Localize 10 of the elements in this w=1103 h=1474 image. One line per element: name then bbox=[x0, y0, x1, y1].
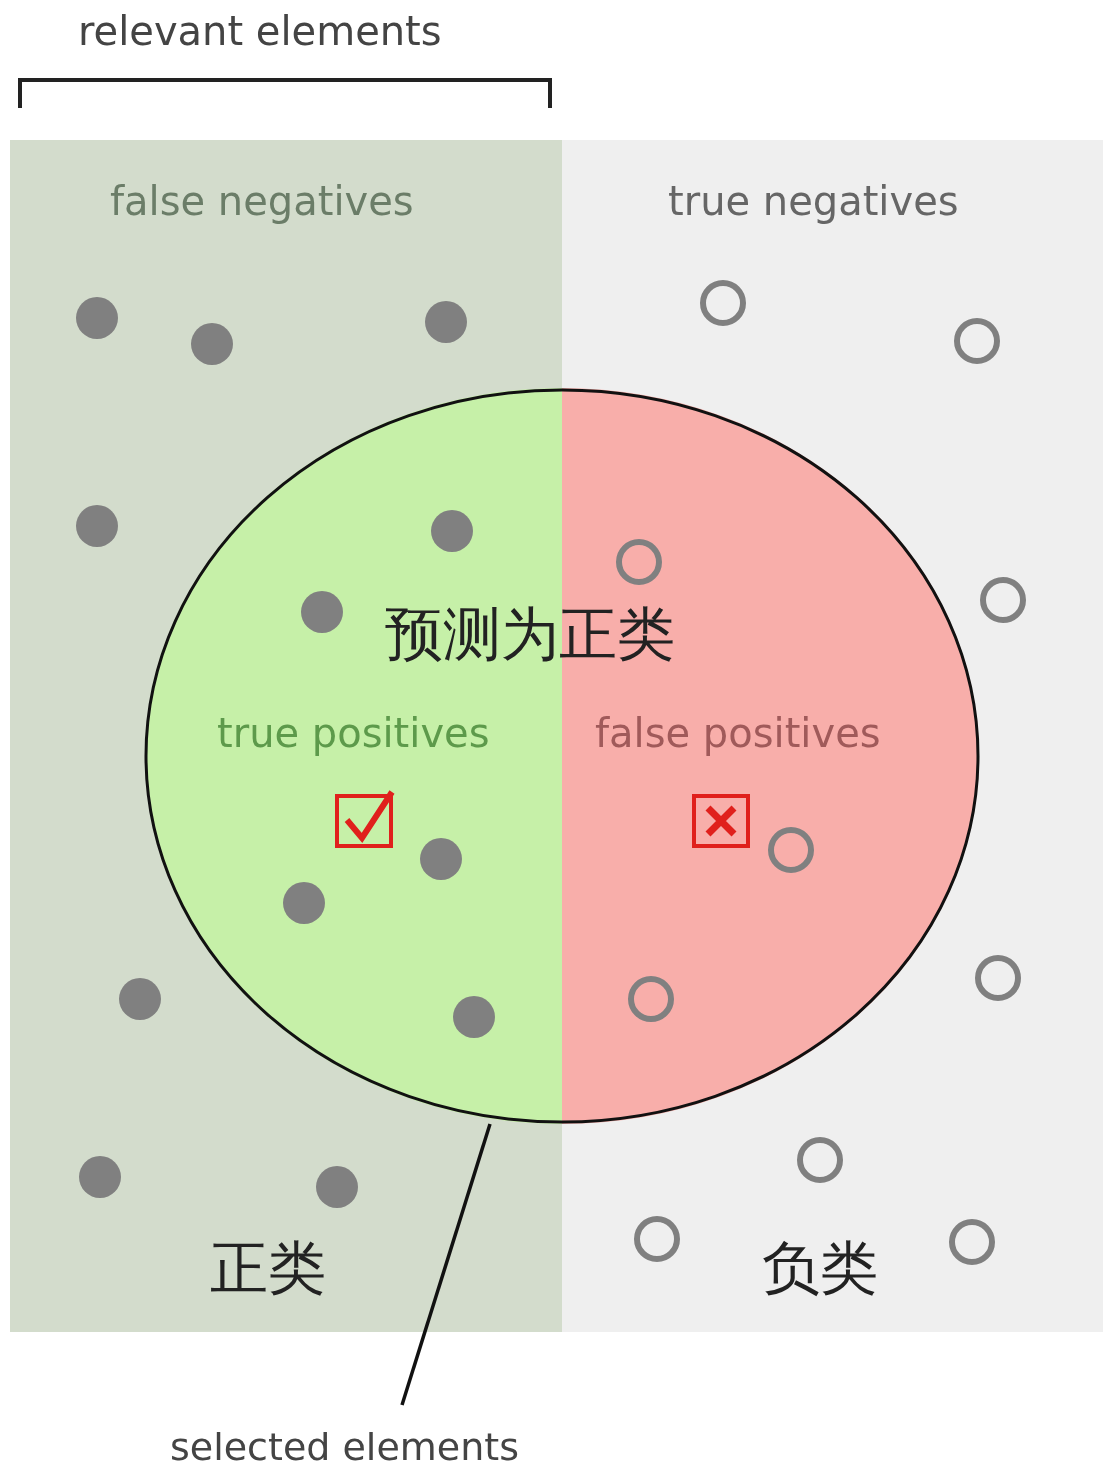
ellipse-title: 预测为正类 bbox=[385, 599, 675, 670]
leader-line bbox=[400, 1123, 492, 1406]
class-label: 负类 bbox=[762, 1233, 878, 1304]
bracket-label: relevant elements bbox=[78, 8, 442, 54]
panel-heading: true negatives bbox=[668, 178, 959, 224]
leader-label: selected elements bbox=[170, 1425, 519, 1469]
region-label: true positives bbox=[217, 710, 490, 756]
class-label: 正类 bbox=[210, 1233, 326, 1304]
region-label: false positives bbox=[595, 710, 881, 756]
panel-heading: false negatives bbox=[110, 178, 414, 224]
